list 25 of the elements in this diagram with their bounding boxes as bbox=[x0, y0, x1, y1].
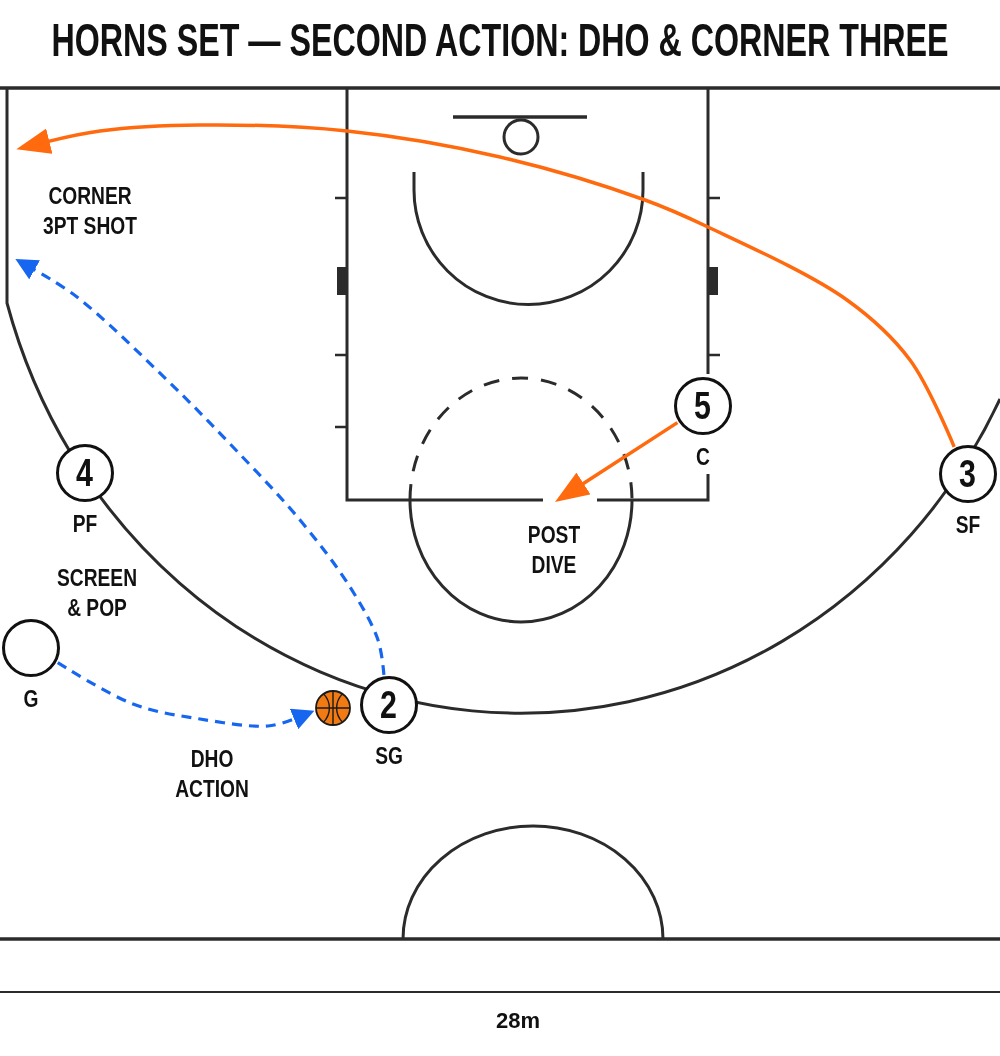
position-label: C bbox=[696, 442, 710, 472]
position-label: PF bbox=[72, 509, 98, 539]
player-marker bbox=[360, 676, 418, 734]
dashed-arrow bbox=[15, 258, 386, 676]
player-number: 4 bbox=[76, 454, 94, 492]
annotation-text: DHO ACTION bbox=[174, 744, 250, 804]
player-number: 2 bbox=[380, 686, 398, 724]
dashed-arrow bbox=[56, 661, 315, 730]
diagram-title: HORNS SET — SECOND ACTION: DHO & CORNER THREE bbox=[51, 17, 949, 63]
player-marker bbox=[674, 377, 732, 435]
player-marker bbox=[939, 445, 997, 503]
arrow bbox=[16, 123, 956, 448]
position-label: G bbox=[23, 684, 39, 714]
basketball-icon bbox=[315, 690, 351, 726]
annotation-text: POST DIVE bbox=[526, 520, 582, 580]
annotation-text: SCREEN & POP bbox=[56, 563, 138, 623]
dimension-label: 28m bbox=[496, 1007, 540, 1035]
position-label: SF bbox=[955, 510, 981, 540]
arrow bbox=[555, 421, 679, 502]
annotation-text: CORNER 3PT SHOT bbox=[42, 181, 138, 241]
player-marker bbox=[56, 444, 114, 502]
player-number: 3 bbox=[959, 455, 977, 493]
player-number: 5 bbox=[694, 387, 712, 425]
position-label: SG bbox=[375, 741, 403, 771]
player-marker bbox=[2, 619, 60, 677]
